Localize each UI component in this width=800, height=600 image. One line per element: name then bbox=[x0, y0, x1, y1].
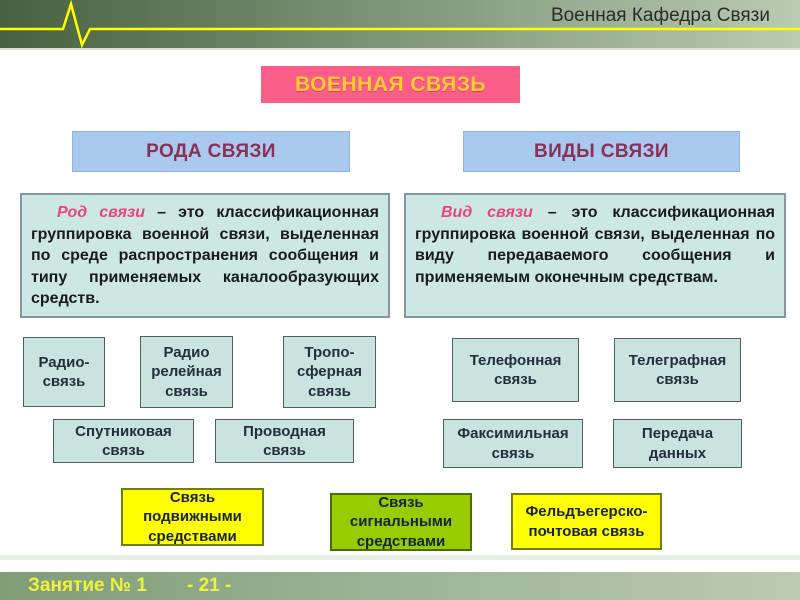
left-definition-term: Род связи bbox=[57, 204, 145, 221]
footer-top-strip bbox=[0, 555, 800, 560]
footer-lesson-label: Занятие № 1 bbox=[28, 575, 147, 596]
box-tropospheric-communication: Тропо- сферная связь bbox=[283, 336, 376, 408]
footer-bar: Занятие № 1 - 21 - bbox=[0, 572, 800, 600]
box-courier-postal-communication: Фельдъегерско- почтовая связь bbox=[511, 493, 662, 550]
header-title: Военная Кафедра Связи bbox=[550, 5, 770, 26]
main-title-box: ВОЕННАЯ СВЯЗЬ bbox=[261, 66, 520, 103]
right-definition-box: Вид связи – это классификационная группи… bbox=[404, 193, 786, 318]
box-wire-communication: Проводная связь bbox=[215, 419, 354, 463]
box-signal-means-communication: Связь сигнальными средствами bbox=[330, 493, 472, 551]
left-definition-box: Род связи – это классификационная группи… bbox=[20, 193, 390, 318]
box-satellite-communication: Спутниковая связь bbox=[53, 419, 194, 463]
footer-page-number: - 21 - bbox=[187, 575, 232, 596]
right-definition-text: – это классификационная группировка воен… bbox=[415, 204, 775, 286]
box-facsimile-communication: Факсимильная связь bbox=[443, 419, 583, 468]
header-bar: Военная Кафедра Связи bbox=[0, 0, 800, 50]
box-radio-relay-communication: Радио релейная связь bbox=[140, 336, 233, 408]
right-definition-term: Вид связи bbox=[441, 204, 533, 221]
heartbeat-pulse-icon bbox=[0, 0, 800, 48]
left-definition-text: – это классификационная группировка воен… bbox=[31, 204, 379, 308]
box-telegraph-communication: Телеграфная связь bbox=[614, 338, 741, 402]
box-radio-communication: Радио- связь bbox=[23, 337, 105, 407]
left-column-heading: РОДА СВЯЗИ bbox=[72, 131, 350, 172]
box-telephone-communication: Телефонная связь bbox=[452, 338, 579, 402]
box-mobile-means-communication: Связь подвижными средствами bbox=[121, 488, 264, 546]
box-data-transmission: Передача данных bbox=[613, 419, 742, 468]
right-column-heading: ВИДЫ СВЯЗИ bbox=[463, 131, 740, 172]
